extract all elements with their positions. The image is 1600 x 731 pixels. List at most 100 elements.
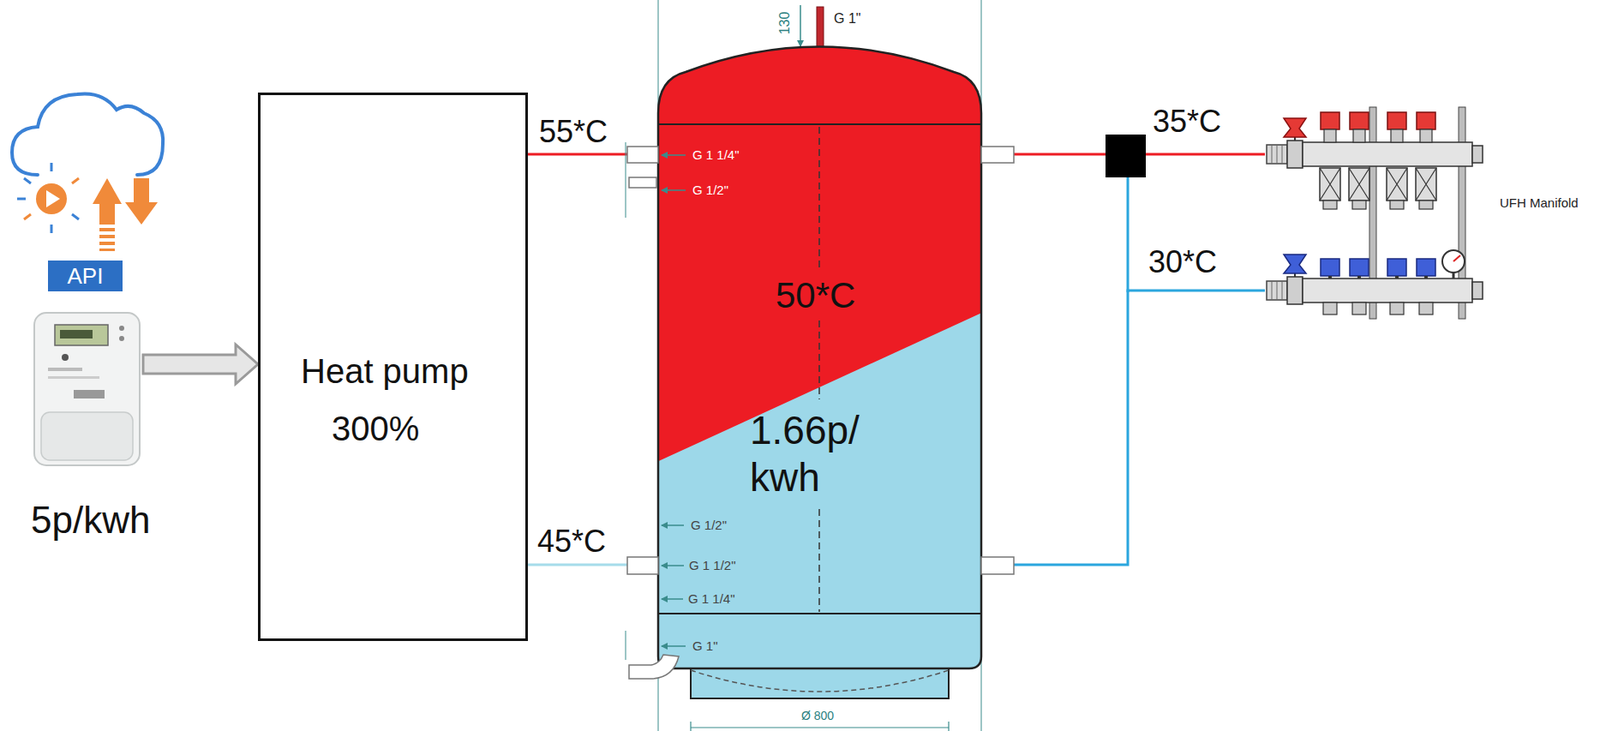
manifold-illustration [1442,250,1465,273]
manifold-illustration [1319,167,1341,201]
dimension-lines [625,142,627,218]
upload-arrow [92,178,122,225]
mixing-valve [1126,175,1130,293]
pipe-fittings [629,654,679,679]
manifold-label: UFH Manifold [1499,196,1579,210]
leader-arrows [661,598,684,600]
manifold-illustration [1452,272,1456,279]
cloud-icon [11,93,163,252]
manifold-illustration [1320,112,1340,130]
mixing-valve [1105,134,1146,293]
top-pipe [816,6,824,52]
pipe-fittings [627,557,659,575]
dimension-label: 130 [778,11,792,36]
buffer-tank-shape [818,509,821,612]
manifold-illustration [1420,129,1433,143]
manifold-illustration [1282,144,1283,164]
pipe-fittings [981,146,1014,163]
manifold-illustration [1419,302,1433,315]
manifold-illustration [1386,112,1408,210]
manifold-illustration [1287,276,1303,305]
upload-arrow [99,227,115,232]
block-arrow [143,344,258,384]
buffer-tank-shape [818,126,821,271]
meter-detail [47,376,100,379]
manifold-illustration [1283,254,1307,274]
manifold-illustration [1386,167,1408,201]
ufh-manifold: UFH Manifold [1264,107,1596,318]
manifold-illustration [1320,258,1436,315]
manifold-illustration [1387,112,1407,130]
port-size-label: G 1" [833,11,861,26]
pipe-fittings [629,177,657,188]
manifold-illustration [1283,118,1307,138]
meter-button [119,325,125,331]
efficiency-label: 300% [331,411,420,446]
port-size-label: G 1 1/4" [688,592,736,606]
port-size-label: G 1" [692,639,719,653]
pipe-line [981,290,1265,565]
manifold-illustration [1302,142,1473,167]
manifold-illustration [1276,281,1278,300]
manifold-illustration [1271,281,1273,300]
upload-arrow [99,234,115,239]
manifold-illustration [1319,112,1341,210]
manifold-illustration [1323,302,1337,315]
manifold-illustration [1348,112,1370,210]
sun-play-icon [71,214,79,220]
sun-play-icon [50,224,54,234]
manifold-illustration [1319,167,1341,201]
dimension-lines [690,726,949,728]
pipe-fittings [627,146,659,163]
manifold-illustration [1415,112,1437,210]
price-label: 1.66p/ kwh [749,407,879,502]
cloud-icon [11,93,163,175]
dimension-lines [689,721,691,731]
port-size-label: G 1 1/2" [689,558,737,572]
buffer-tank-shape [651,0,986,699]
manifold-illustration [1266,107,1483,319]
sun-play-icon [50,162,54,172]
pipe-connector [981,290,1265,565]
meter-detail [47,367,83,372]
meter-symbol [30,311,144,470]
meter-terminal-cover [41,412,133,461]
manifold-illustration [1415,167,1437,201]
manifold-illustration [1390,129,1403,143]
heat-pump-box: Heat pump 300% [257,92,528,642]
manifold-illustration [1348,167,1370,201]
manifold-illustration [1390,200,1404,210]
manifold-illustration [1352,200,1367,210]
api-text: API [67,264,104,288]
manifold-illustration [1395,275,1399,279]
sun-play-icon [23,178,31,184]
manifold-illustration [1387,258,1407,276]
leader-arrows [661,155,686,647]
port-size-label: G 1/2" [692,183,729,197]
buffer-tank-shape [690,670,949,692]
leader-arrows [661,189,686,192]
manifold-illustration [1352,302,1367,315]
manifold-illustration [1416,258,1436,276]
port-size-label: G 1 1/4" [692,148,740,162]
download-arrow [125,178,158,225]
buffer-tank-shape [651,0,986,465]
upload-arrow [92,178,122,252]
sun-play-icon [46,190,60,208]
temperature-label: 50*C [775,277,856,314]
box-title: Heat pump [300,353,469,389]
manifold-illustration [1328,275,1332,279]
manifold-illustration [1386,167,1408,201]
dimension-lines [947,721,949,731]
manifold-illustration [1348,167,1370,201]
manifold-illustration [1416,112,1436,130]
pipe-fittings [981,557,1014,575]
manifold-illustration [1357,275,1361,279]
manifold-illustration [1453,255,1461,262]
meter-button [119,335,125,342]
manifold-illustration [1282,281,1283,300]
sun-play-icon [17,162,79,234]
meter-led [61,353,69,361]
manifold-illustration [1276,144,1278,164]
